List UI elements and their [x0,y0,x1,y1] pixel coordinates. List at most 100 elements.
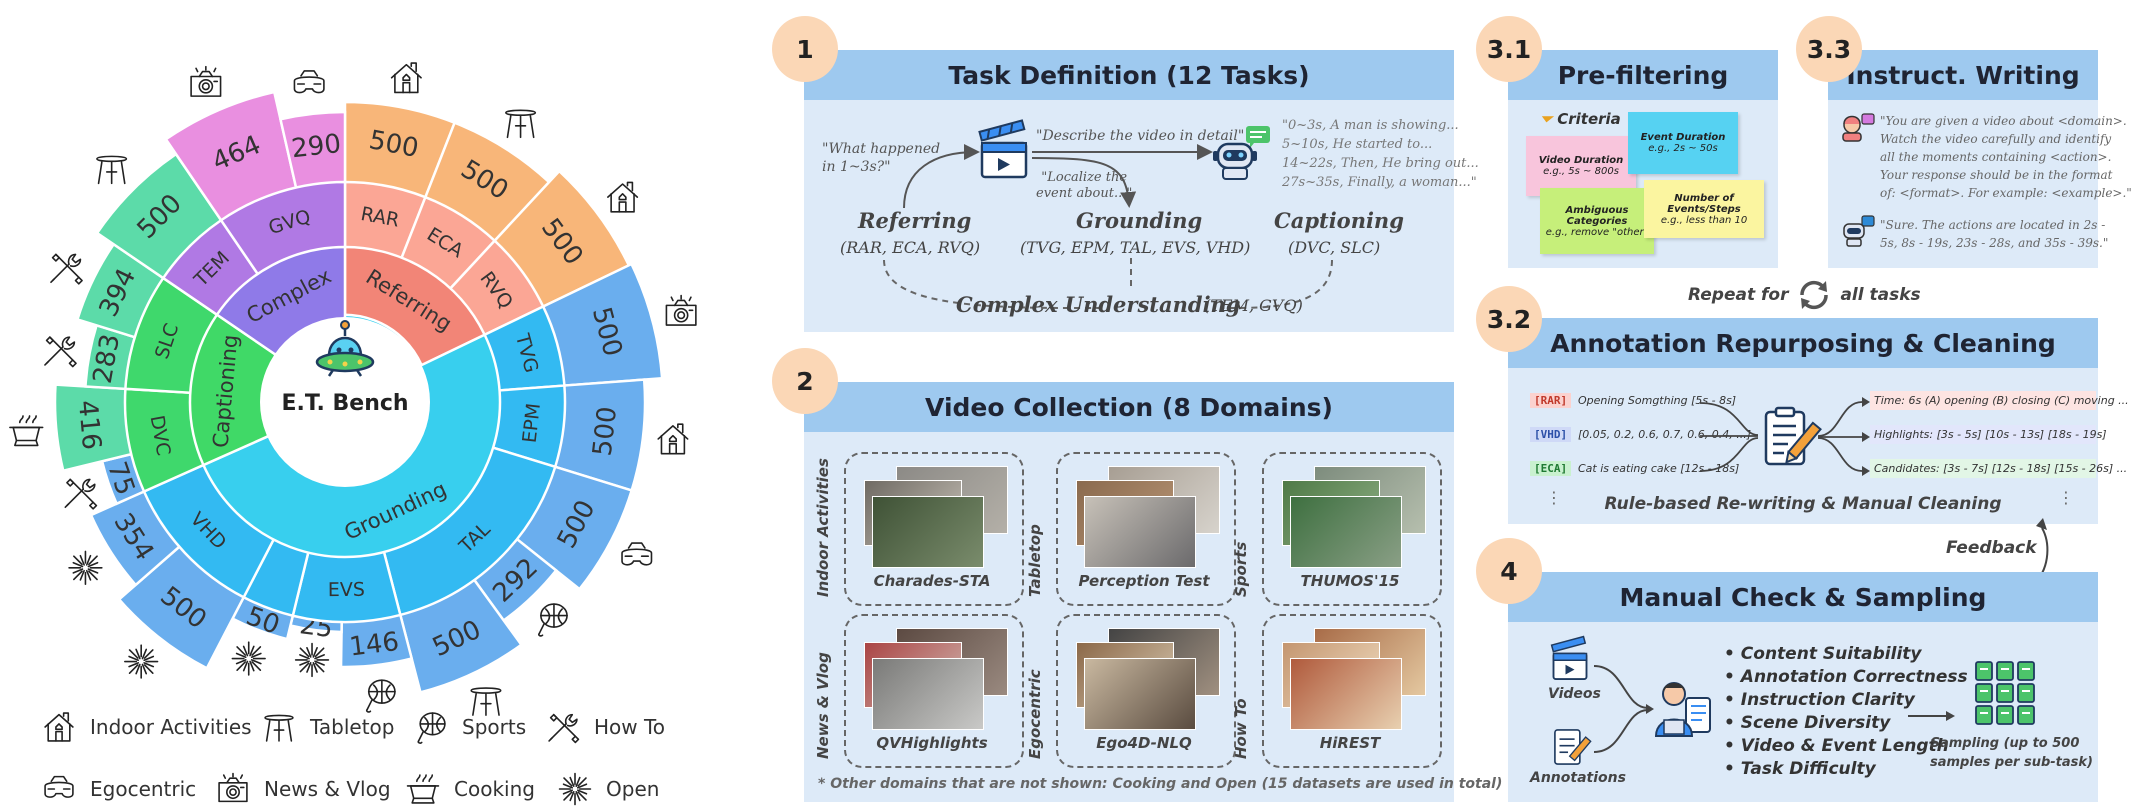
legend-item-tabletop: Tabletop [260,708,395,746]
task-tag: [VHD] [1530,427,1572,442]
tabletop-icon [505,109,537,139]
step-badge-3-2: 3.2 [1476,286,1542,352]
task-tag: [RAR] [1530,393,1572,408]
grounding-label: Grounding [1076,208,1203,233]
captioning-subtasks: (DVC, SLC) [1288,238,1381,257]
domain-box [1056,614,1236,768]
raw-annotation: [0.05, 0.2, 0.6, 0.7, 0.6, 0.4, ...] [1578,428,1751,441]
repurpose-caption: Rule-based Re-writing & Manual Cleaning [1604,494,2002,514]
sampling-label: Sampling (up to 500 samples per sub-task… [1930,736,2093,770]
criteria-note-title: Video Duration [1538,155,1624,166]
legend-label: News & Vlog [264,777,391,801]
domain-side-label: Tabletop [1026,524,1044,597]
domain-side-label: Sports [1232,541,1250,597]
complex-subtasks: (TEM, GVQ) [1204,296,1303,315]
howto-icon [548,713,580,744]
domain-side-label: Egocentric [1026,669,1044,759]
criterion-text: Instruction Clarity [1740,690,1915,710]
tabletop-icon [264,714,294,742]
user-chat-icon [1842,113,1875,142]
dataset-name: THUMOS'15 [1300,572,1400,590]
center-disc [260,317,430,487]
legend-item-cooking: Cooking [404,770,535,808]
video-collection-title: Video Collection (8 Domains) [804,382,1454,432]
describe-question: "Describe the video in detail" [1036,128,1245,144]
domain-box [1262,452,1442,606]
merge-arrows [1593,665,1654,753]
rewritten-annotation: Candidates: [3s - 7s] [12s - 18s] [15s -… [1870,459,2127,478]
sample-grid-icon [1975,661,2035,725]
middle-label-evs: EVS [328,579,365,601]
house-icon [390,62,422,94]
cooking-icon [406,774,440,804]
legend-label: Tabletop [310,715,395,739]
repeat-row: Repeat for all tasks [1688,278,1921,312]
outer-count-label: 500 [588,405,623,458]
criterion-text: Task Difficulty [1740,759,1876,779]
video-thumbnail [1290,496,1402,568]
video-thumbnail [1084,658,1196,730]
outer-count-label: 416 [72,399,106,451]
robot-icon [1213,126,1270,180]
dataset-name: Perception Test [1078,572,1210,590]
center-title: E.T. Bench [281,391,408,416]
videos-icon [1550,635,1588,680]
check-criterion: • Instruction Clarity [1724,690,1915,710]
criteria-note-example: e.g., 2s ~ 50s [1648,143,1718,154]
dataset-name: Ego4D-NLQ [1096,734,1192,752]
camera-icon [190,65,222,97]
feedback-label: Feedback [1946,538,2037,558]
video-footnote: * Other domains that are not shown: Cook… [818,776,1503,792]
raw-annotation: Opening Somgthing [5s - 8s] [1578,394,1737,407]
open-icon [68,550,103,585]
check-criterion: • Annotation Correctness [1724,667,1968,687]
ufo-logo-icon [315,320,375,377]
referring-question: "What happened in 1~3s?" [822,141,941,175]
step-badge-3-1: 3.1 [1476,16,1542,82]
domain-side-label: Indoor Activities [814,458,832,597]
reviewer-icon [1654,682,1711,737]
open-icon [231,641,266,676]
video-thumbnail [1084,496,1196,568]
localize-question: "Localize the event about..." [1036,170,1133,201]
referring-subtasks: (RAR, ECA, RVQ) [840,238,981,257]
bot-response: "Sure. The actions are located in 2s - 5… [1880,218,2109,250]
check-criterion: • Scene Diversity [1724,713,1890,733]
bot-chat-icon [1843,215,1875,247]
domain-box [1056,452,1236,606]
dataset-name: Charades-STA [873,572,991,590]
video-thumbnail [872,496,984,568]
check-criterion: • Task Difficulty [1724,759,1876,779]
domain-box [1262,614,1442,768]
manual-check-title: Manual Check & Sampling [1508,572,2098,622]
bullet-dot: • [1724,759,1741,779]
bullet-dot: • [1724,690,1741,710]
task-arrows [883,144,1333,310]
tabletop-icon [470,687,502,716]
criterion-text: Scene Diversity [1740,713,1891,733]
domain-side-label: News & Vlog [814,652,832,759]
house-icon [607,181,639,213]
domain-side-label: How To [1232,698,1250,759]
sampling-arrow [1908,711,1955,721]
dataset-name: QVHighlights [876,734,988,752]
clapperboard-icon [978,119,1028,179]
sports-icon [538,603,568,637]
task-definition-title: Task Definition (12 Tasks) [804,50,1454,100]
howto-icon [50,253,83,285]
check-criterion: • Content Suitability [1724,644,1922,664]
rewritten-annotation: Highlights: [3s - 5s] [10s - 13s] [18s -… [1870,425,2107,444]
rewritten-annotation: Time: 6s (A) opening (B) closing (C) mov… [1870,391,2129,410]
criteria-note-title: Number of Events/Steps [1667,192,1741,215]
raw-annotation: Cat is eating cake [12s - 18s] [1578,462,1740,475]
sports-icon [365,679,396,713]
instruct-writing-title: Instruct. Writing [1828,50,2098,100]
video-thumbnail [1290,658,1402,730]
legend-item-house: Indoor Activities [40,708,252,746]
step-badge-3-3: 3.3 [1796,16,1862,82]
criterion-text: Content Suitability [1740,644,1922,664]
house-icon [44,712,74,742]
domain-box [844,614,1024,768]
